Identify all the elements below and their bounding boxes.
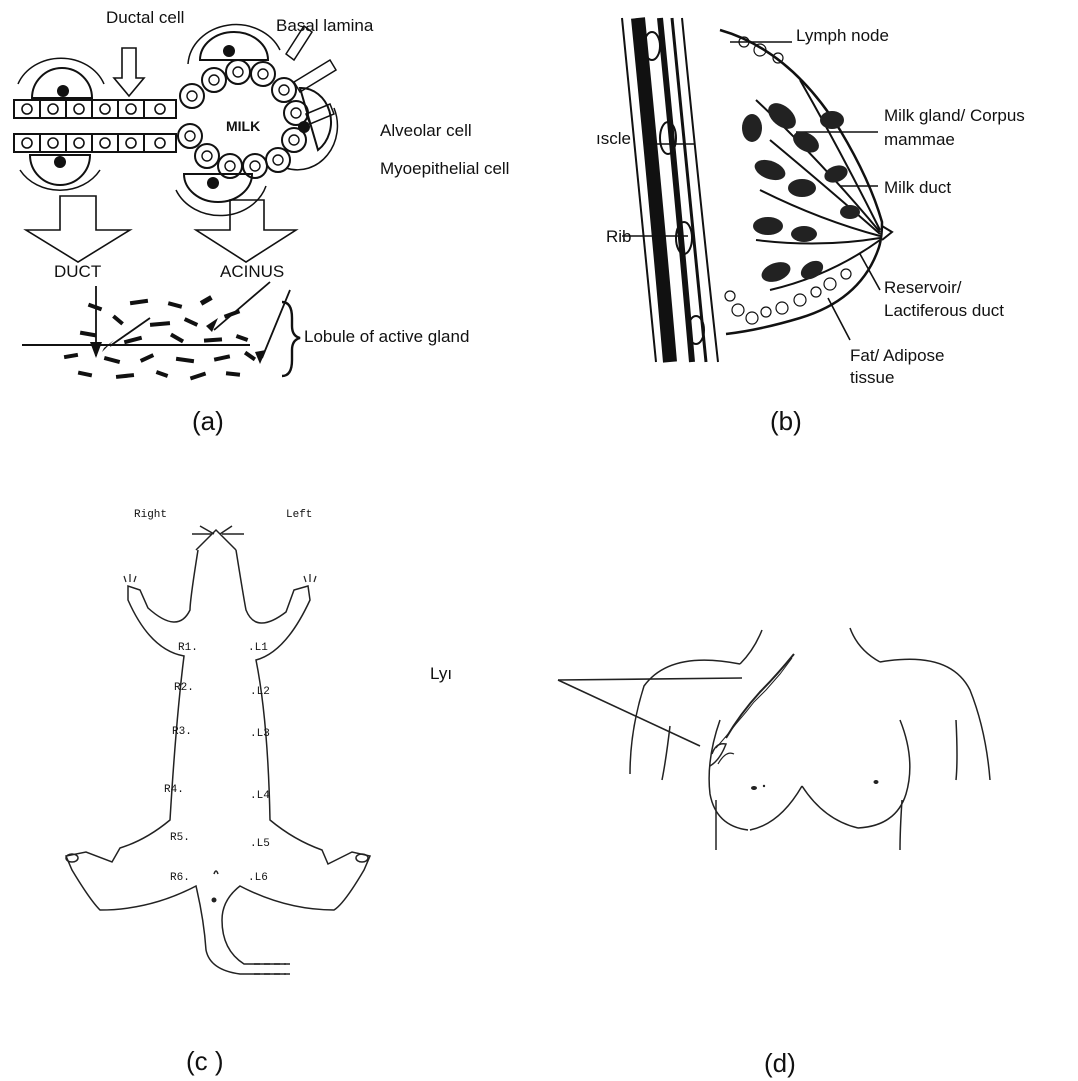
label-ductal-cell: Ductal cell (106, 8, 184, 28)
label-r3: R3. (172, 726, 192, 739)
label-myoepithelial-cell: Myoepithelial cell (380, 159, 509, 179)
caption-c: (c ) (186, 1046, 224, 1076)
label-basal-lamina: Basal lamina (276, 16, 373, 36)
label-milk-gland-2: mammae (884, 130, 955, 150)
label-r2: R2. (174, 682, 194, 695)
label-lobule: Lobule of active gland (304, 327, 469, 347)
label-r5: R5. (170, 832, 190, 845)
label-duct: DUCT (54, 262, 101, 282)
label-lymph-node: Lymph node (796, 26, 889, 46)
label-muscle: ıscle (596, 129, 631, 149)
label-rib: Rib (606, 227, 632, 247)
caption-b: (b) (770, 406, 802, 436)
label-reservoir-2: Lactiferous duct (884, 301, 1004, 321)
label-l1: .L1 (248, 642, 268, 655)
label-l3: .L3 (250, 728, 270, 741)
panel-c-rat-outline (0, 490, 420, 1010)
label-l5: .L5 (250, 838, 270, 851)
panel-b-diagram (560, 0, 1078, 400)
label-milk: MILK (226, 116, 260, 136)
label-milk-duct: Milk duct (884, 178, 951, 198)
caption-d: (d) (764, 1048, 796, 1078)
label-milk-gland-1: Milk gland/ Corpus (884, 106, 1025, 126)
label-l4: .L4 (250, 790, 270, 803)
label-alveolar-cell: Alveolar cell (380, 121, 472, 141)
panel-d-torso (540, 610, 1010, 860)
label-lymph-partial: Lyı (430, 664, 452, 684)
label-r1: R1. (178, 642, 198, 655)
label-right: Right (134, 509, 167, 522)
caption-a: (a) (192, 406, 224, 436)
label-r4: R4. (164, 784, 184, 797)
label-r6: R6. (170, 872, 190, 885)
label-l6: .L6 (248, 872, 268, 885)
label-acinus: ACINUS (220, 262, 284, 282)
label-fat-2: tissue (850, 368, 894, 388)
label-fat-1: Fat/ Adipose (850, 346, 945, 366)
label-left: Left (286, 509, 312, 522)
label-l2: .L2 (250, 686, 270, 699)
label-reservoir-1: Reservoir/ (884, 278, 961, 298)
